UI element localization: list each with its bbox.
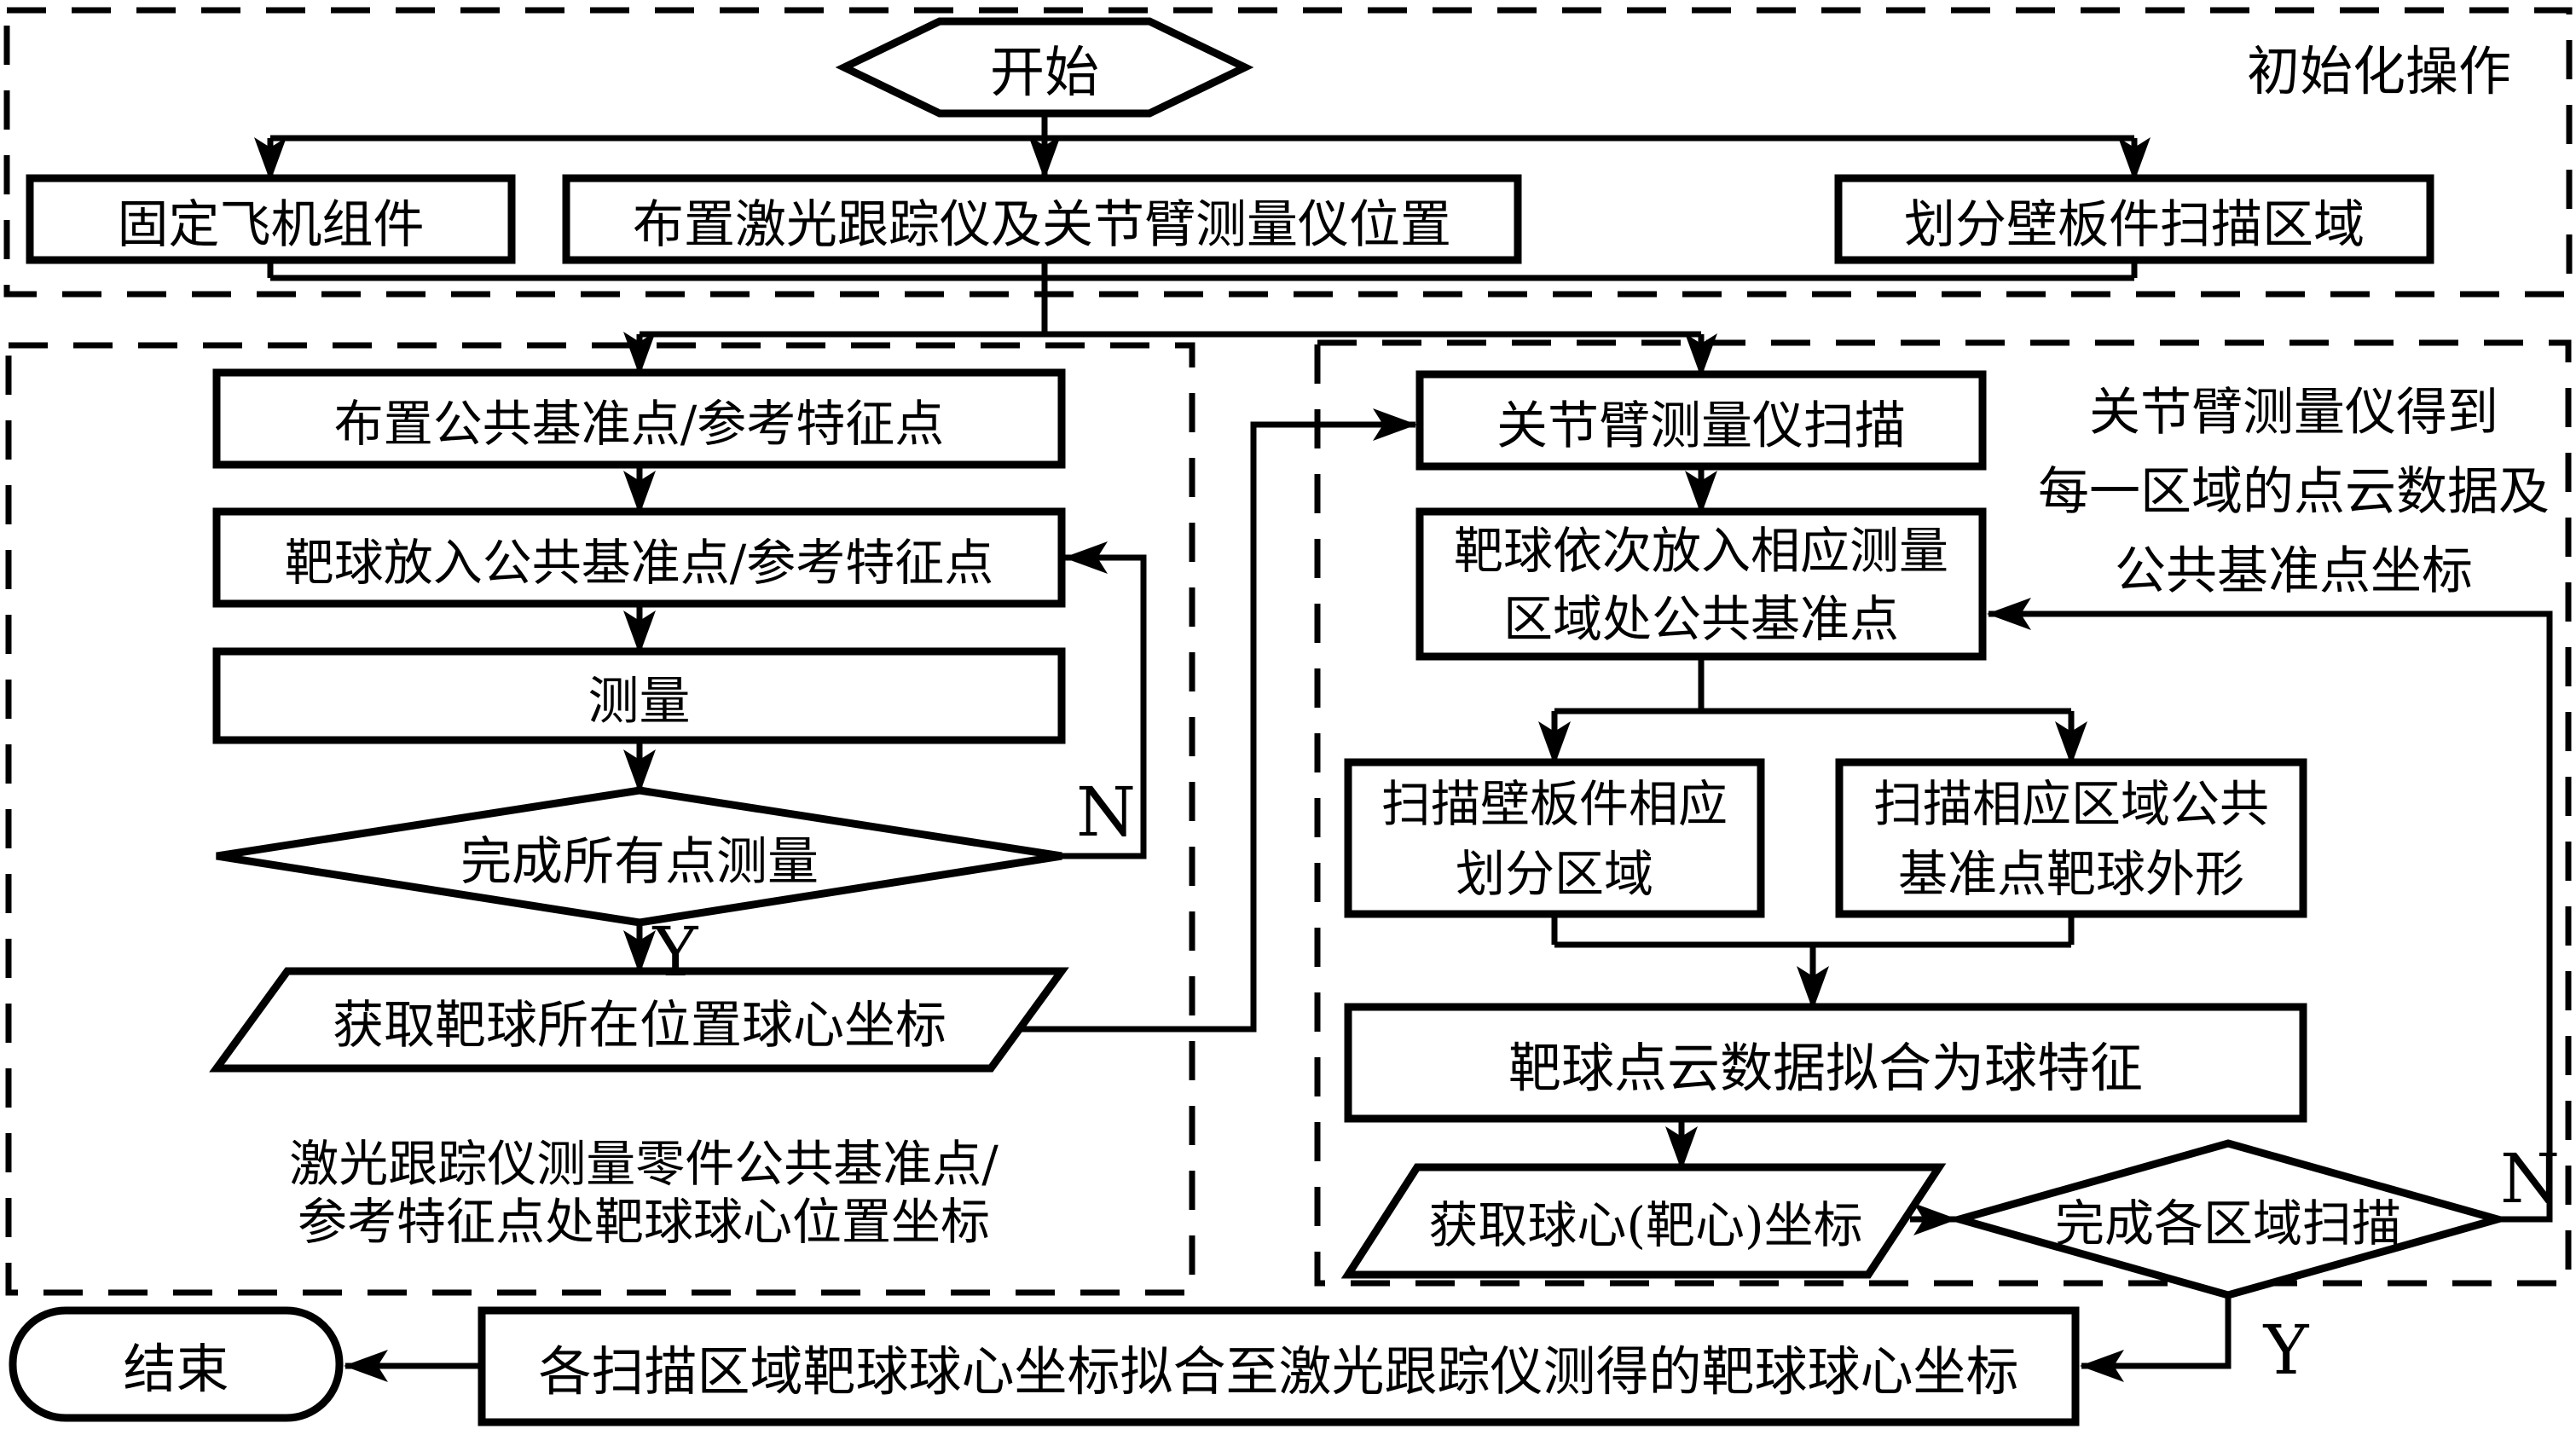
regions-done-diamond xyxy=(1945,1139,2512,1299)
scan-target-shape-line2: 基准点靶球外形 xyxy=(1897,845,2244,903)
divide-panel-label: 划分壁板件扫描区域 xyxy=(1904,194,2365,255)
scan-panel-region-line1: 扫描壁板件相应 xyxy=(1381,775,1728,833)
scan-target-shape-label: 扫描相应区域公共 基准点靶球外形 xyxy=(1839,766,2303,912)
regions-done-label: 完成各区域扫描 xyxy=(2054,1195,2401,1253)
fit-final-label: 各扫描区域靶球球心坐标拟合至激光跟踪仪测得的靶球球心坐标 xyxy=(538,1340,2019,1403)
edge-decision-no-left-loop xyxy=(1062,541,1147,859)
arm-scan-label: 关节臂测量仪扫描 xyxy=(1496,396,1906,456)
arm-annotation: 关节臂测量仪得到 每一区域的点云数据及 公共基准点坐标 xyxy=(2000,373,2576,611)
arrange-tracker-box xyxy=(562,174,1522,264)
arrange-points-label: 布置公共基准点/参考特征点 xyxy=(333,395,945,453)
laser-annotation-line2: 参考特征点处靶球球心位置坐标 xyxy=(297,1193,990,1251)
branch-n-left: N xyxy=(1076,772,1136,852)
init-region-label: 初始化操作 xyxy=(2246,40,2511,102)
arm-annotation-line3: 公共基准点坐标 xyxy=(2115,541,2473,601)
branch-y-right: Y xyxy=(2263,1310,2309,1390)
laser-annotation-line1: 激光跟踪仪测量零件公共基准点/ xyxy=(289,1135,999,1193)
edge-target-position-to-arm-scan xyxy=(1019,408,1417,1033)
get-target-position-label: 获取靶球所在位置球心坐标 xyxy=(333,995,946,1056)
arrange-points-box xyxy=(212,368,1066,469)
branch-n-right: N xyxy=(2500,1138,2560,1218)
end-terminal xyxy=(9,1306,344,1422)
target-into-region-line1: 靶球依次放入相应测量 xyxy=(1453,522,1948,580)
fix-aircraft-box xyxy=(26,174,516,264)
place-target-box xyxy=(212,507,1066,608)
arm-annotation-line1: 关节臂测量仪得到 xyxy=(2089,383,2498,443)
edge-decision-no-right-loop xyxy=(1987,598,2553,1223)
laser-annotation: 激光跟踪仪测量零件公共基准点/ 参考特征点处靶球球心位置坐标 xyxy=(209,1135,1079,1251)
target-into-region-label: 靶球依次放入相应测量 区域处公共基准点 xyxy=(1420,515,1983,655)
fit-sphere-label: 靶球点云数据拟合为球特征 xyxy=(1508,1037,2143,1099)
scan-target-shape-box xyxy=(1835,758,2307,918)
place-target-label: 靶球放入公共基准点/参考特征点 xyxy=(284,534,994,592)
measure-label: 测量 xyxy=(588,671,691,732)
branch-y-left: Y xyxy=(652,911,698,992)
edge-decision-yes-right xyxy=(2080,1295,2232,1382)
end-label: 结束 xyxy=(123,1338,229,1400)
fit-final-box xyxy=(478,1306,2080,1426)
arm-region-border xyxy=(1314,339,2572,1287)
all-points-done-label: 完成所有点测量 xyxy=(460,831,819,892)
arrange-tracker-label: 布置激光跟踪仪及关节臂测量仪位置 xyxy=(633,194,1451,255)
get-center-label: 获取球心(靶心)坐标 xyxy=(1428,1196,1863,1254)
measure-box xyxy=(212,647,1066,744)
get-target-position-parallelogram xyxy=(209,967,1069,1073)
laser-region-border xyxy=(5,342,1195,1296)
scan-panel-region-box xyxy=(1344,758,1765,918)
fix-aircraft-label: 固定飞机组件 xyxy=(117,194,425,255)
fit-sphere-box xyxy=(1344,1003,2307,1123)
arm-scan-box xyxy=(1415,370,1987,471)
divide-panel-box xyxy=(1834,174,2434,264)
scan-panel-region-line2: 划分区域 xyxy=(1455,845,1653,903)
start-label: 开始 xyxy=(990,42,1099,105)
scan-panel-region-label: 扫描壁板件相应 划分区域 xyxy=(1348,766,1761,912)
start-hexagon xyxy=(835,17,1254,118)
arm-annotation-line2: 每一区域的点云数据及 xyxy=(2038,462,2550,522)
all-points-done-diamond xyxy=(216,786,1062,927)
scan-target-shape-line1: 扫描相应区域公共 xyxy=(1873,775,2269,833)
get-center-parallelogram xyxy=(1340,1163,1947,1279)
target-into-region-box xyxy=(1415,507,1987,661)
target-into-region-line2: 区域处公共基准点 xyxy=(1502,590,1899,648)
